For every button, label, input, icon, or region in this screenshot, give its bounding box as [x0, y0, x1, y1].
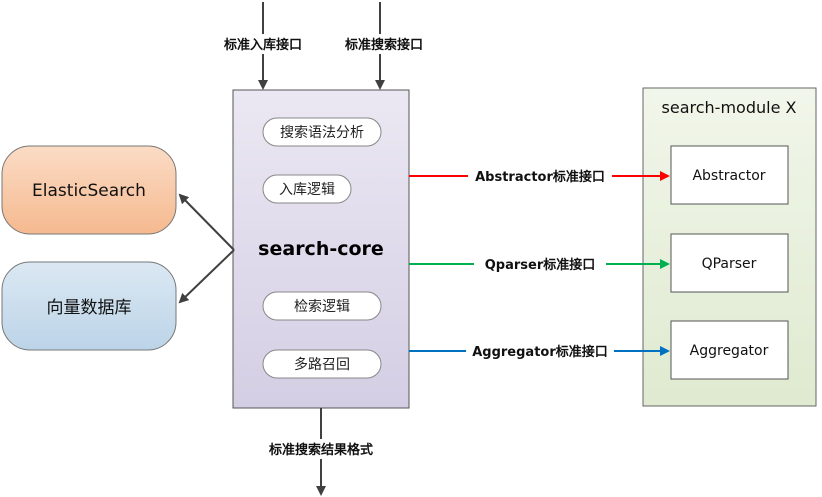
- core-module-retrieval: [262, 291, 382, 321]
- search-interface-label: 标准搜索接口: [344, 37, 423, 53]
- output-format-label: 标准搜索结果格式: [268, 442, 373, 458]
- core-module-ingest: [262, 174, 352, 204]
- core-module-recall: [262, 349, 382, 379]
- core-title: search-core: [258, 238, 384, 260]
- aggregator-label: Aggregator: [690, 343, 769, 359]
- core-module-ingest-label: 入库逻辑: [279, 182, 335, 198]
- search-module-title: search-module X: [662, 98, 797, 117]
- vector-db-store: [1, 261, 177, 351]
- core-module-retrieval-label: 检索逻辑: [294, 298, 350, 315]
- qparser-label: QParser: [702, 256, 757, 272]
- core-module-syntax-label: 搜索语法分析: [280, 124, 364, 141]
- abstractor-box: [670, 145, 789, 205]
- aggregator-connector-label: Aggregator标准接口: [472, 344, 608, 360]
- qparser-box: [670, 233, 789, 293]
- vector-db-label: 向量数据库: [47, 298, 132, 318]
- ingest-interface-label: 标准入库接口: [223, 37, 302, 53]
- arrow-to-elasticsearch: [178, 193, 235, 251]
- aggregator-box: [670, 320, 789, 380]
- arrow-to-vector-db: [178, 249, 235, 304]
- abstractor-connector-label: Abstractor标准接口: [475, 169, 605, 185]
- qparser-connector-label: Qparser标准接口: [485, 257, 596, 273]
- elasticsearch-label: ElasticSearch: [32, 181, 146, 201]
- abstractor-label: Abstractor: [692, 168, 765, 184]
- core-module-syntax: [262, 117, 382, 147]
- elasticsearch-store: [1, 145, 177, 235]
- core-module-recall-label: 多路召回: [294, 356, 350, 373]
